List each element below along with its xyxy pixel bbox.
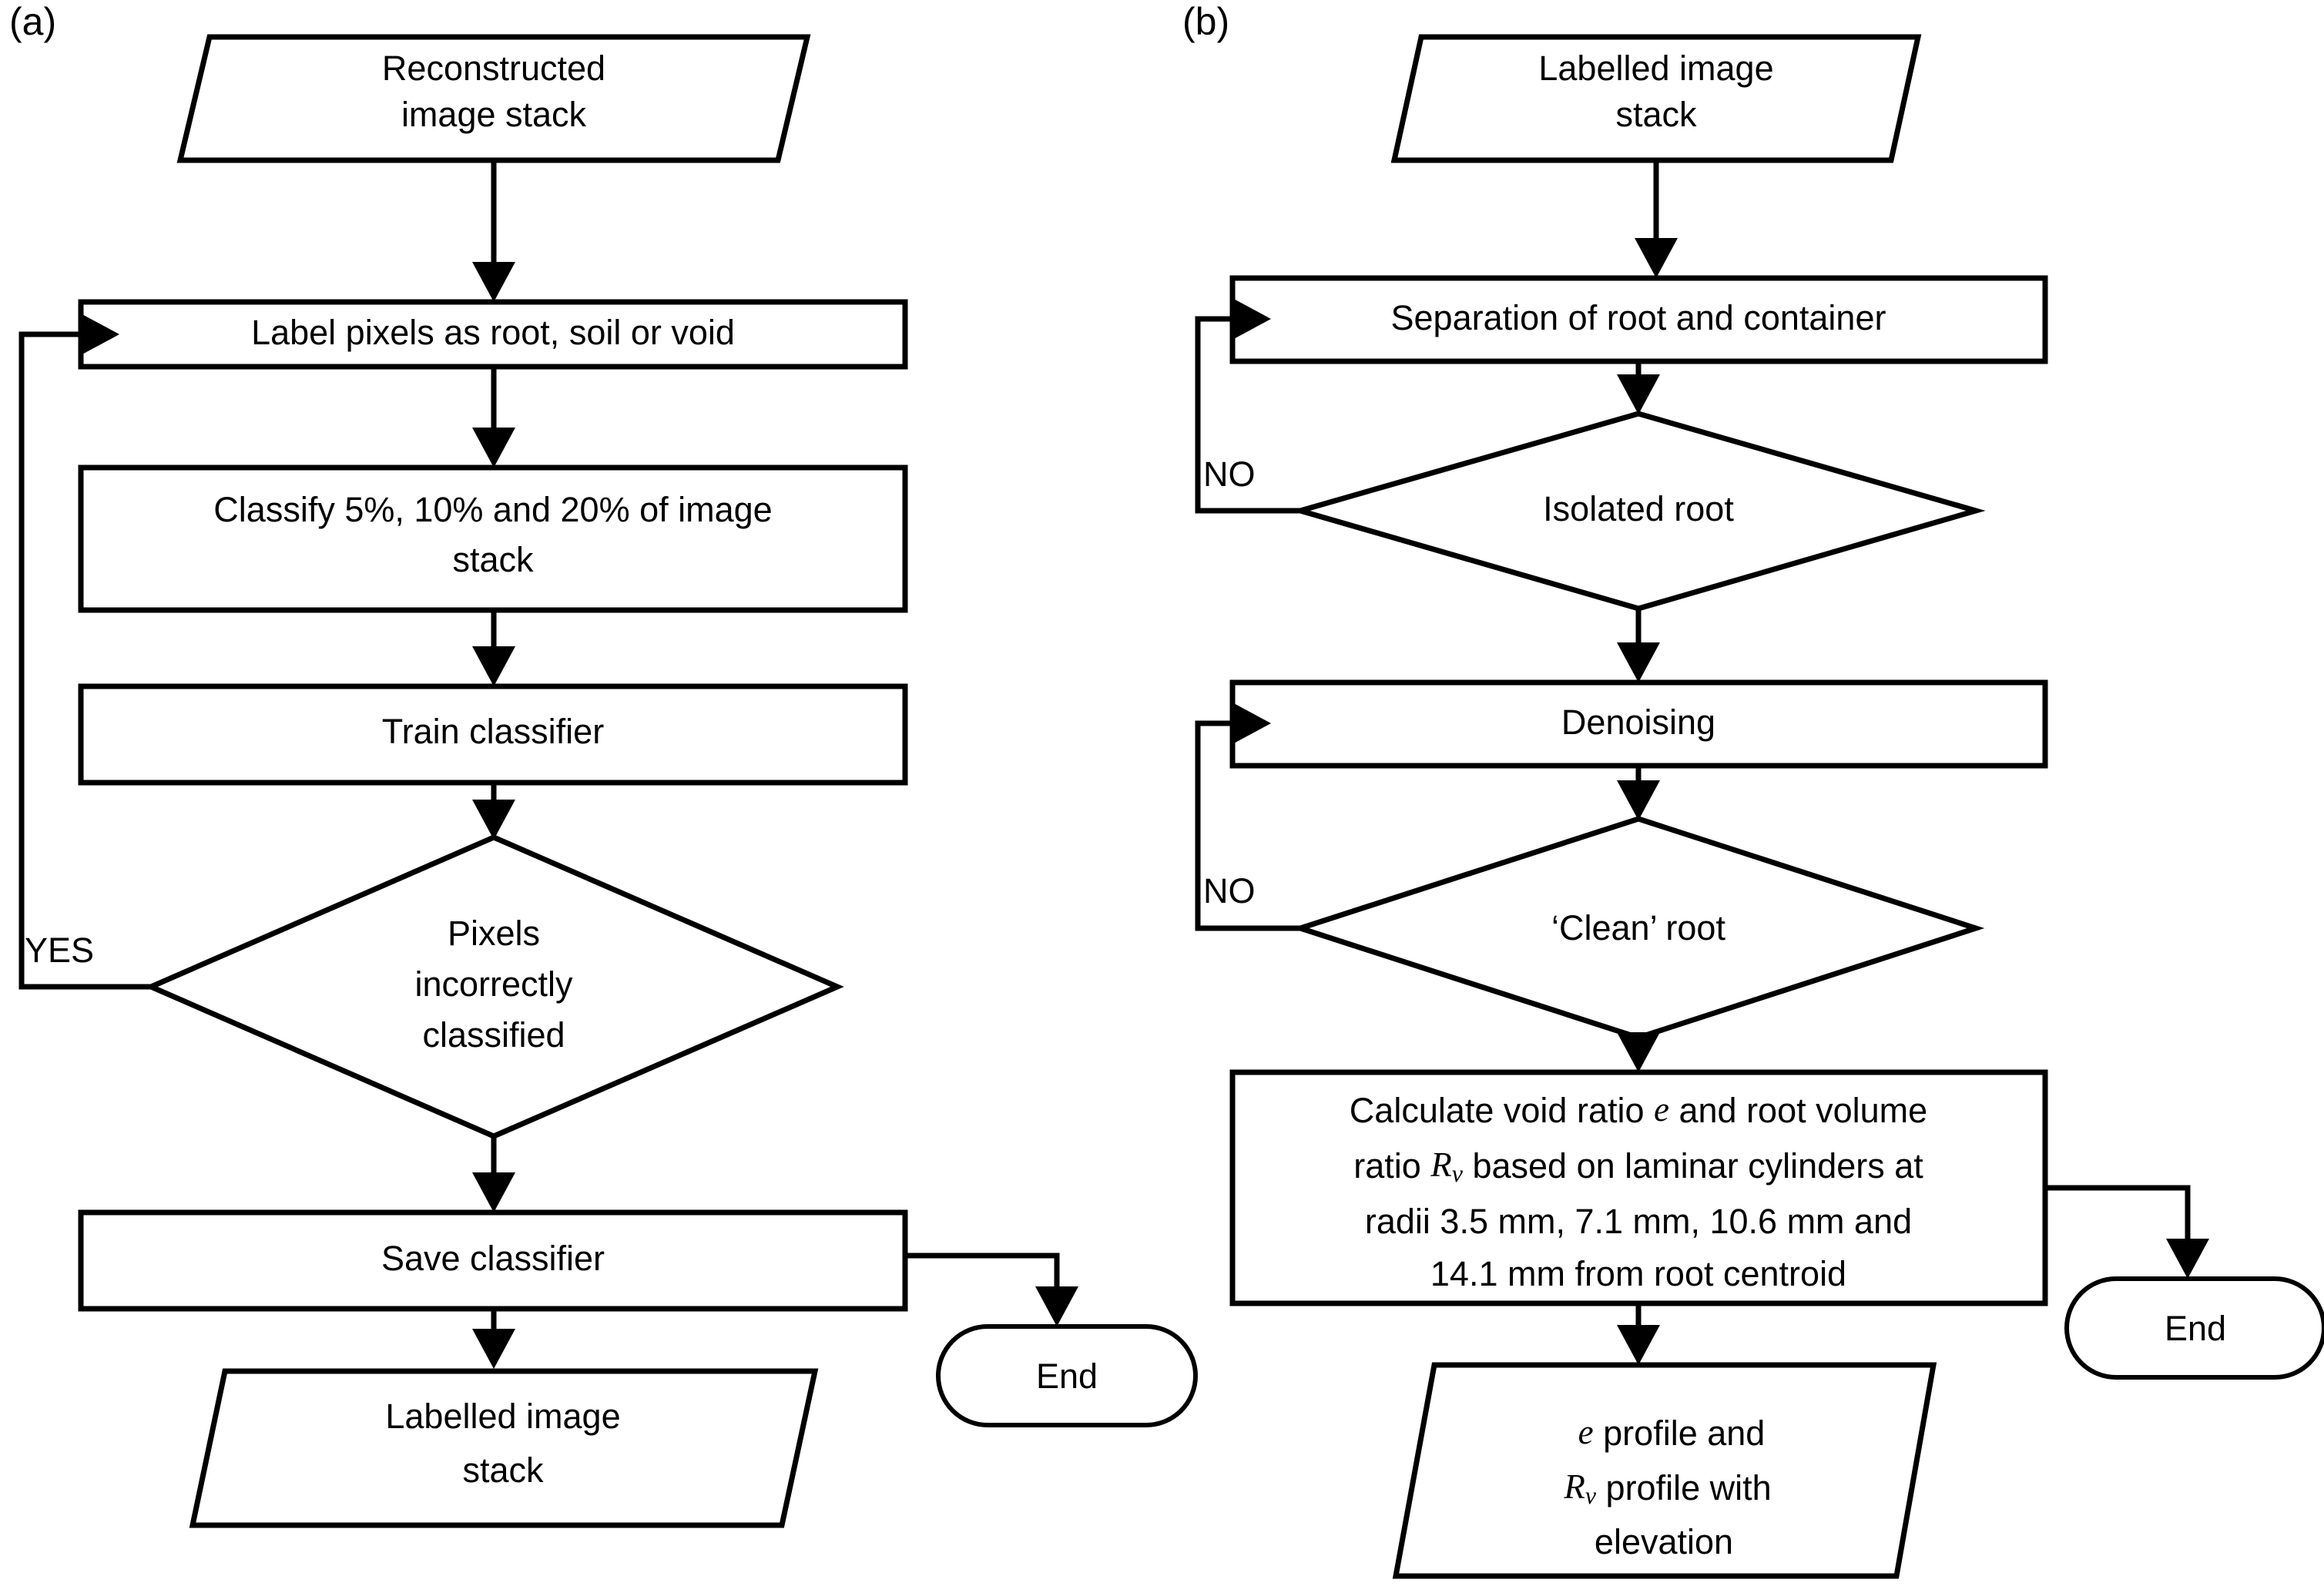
- node-calculate-void-ratio-line2: ratio Rv based on laminar cylinders at: [1353, 1145, 1923, 1187]
- node-a-end-text: End: [1036, 1357, 1098, 1396]
- node-a-labelled-image-stack-line2: stack: [462, 1450, 544, 1490]
- node-calculate-void-ratio-line4: 14.1 mm from root centroid: [1430, 1254, 1846, 1293]
- node-save-classifier-text: Save classifier: [381, 1239, 605, 1278]
- node-denoising-text: Denoising: [1561, 703, 1715, 742]
- arrowhead-isolated-to-denoising: [1617, 642, 1660, 682]
- arrowhead-calculate-to-end: [2166, 1239, 2209, 1279]
- node-decision-clean-root-text: ‘Clean’ root: [1551, 908, 1725, 947]
- node-calculate-void-ratio-line3: radii 3.5 mm, 7.1 mm, 10.6 mm and: [1365, 1202, 1912, 1241]
- arrowhead-recon-to-label: [472, 262, 515, 302]
- node-a-labelled-image-stack-line1: Labelled image: [385, 1397, 620, 1436]
- arrowhead-denoising-to-clean: [1617, 780, 1660, 820]
- node-train-classifier-text: Train classifier: [382, 712, 604, 751]
- node-train-classifier: [78, 683, 908, 786]
- node-decision-pixels-incorrect-line1: Pixels: [448, 914, 540, 953]
- node-calculate-void-ratio-line1: Calculate void ratio e and root volume: [1350, 1090, 1927, 1130]
- node-b-output-profiles-line3: elevation: [1595, 1522, 1733, 1561]
- arrowhead-separation-to-isolated: [1617, 374, 1660, 414]
- node-b-input-labelled-image-stack: [1390, 34, 1922, 163]
- edge-label-no-clean: NO: [1203, 871, 1256, 911]
- panel-b-label: (b): [1182, 0, 1229, 43]
- node-classify-line1: Classify 5%, 10% and 20% of image: [213, 490, 772, 529]
- node-classify: [78, 464, 908, 613]
- node-b-input-labelled-image-stack-line1: Labelled image: [1538, 49, 1773, 88]
- node-reconstructed-image-stack-line2: image stack: [401, 95, 587, 134]
- arrowhead-clean-to-calculate: [1617, 1032, 1660, 1072]
- arrowhead-no-loop-isolated: [1231, 297, 1271, 340]
- node-a-end: [936, 1324, 1198, 1427]
- node-save-classifier: [78, 1209, 908, 1312]
- edge-save-to-end: [905, 1253, 1060, 1303]
- panel-b: (b) Labelled image stack Separation of r…: [1182, 0, 2324, 1579]
- node-label-pixels: [78, 299, 908, 370]
- panel-a: (a) Reconstructed image stack Label pixe…: [9, 0, 1198, 1528]
- node-denoising: [1229, 679, 2048, 769]
- arrowhead-save-to-output: [472, 1329, 515, 1369]
- node-classify-line2: stack: [452, 540, 534, 579]
- node-decision-pixels-incorrect-line3: classified: [422, 1015, 565, 1055]
- panel-a-label: (a): [9, 0, 56, 43]
- edge-calculate-to-end: [2045, 1185, 2191, 1256]
- edge-label-no-isolated: NO: [1203, 454, 1256, 494]
- node-b-output-profiles-line2: Rv profile with: [1563, 1467, 1771, 1509]
- arrowhead-label-to-classify: [472, 428, 515, 468]
- edge-no-loop-isolated: [1195, 316, 1300, 514]
- node-separation-root-container: [1229, 275, 2048, 364]
- edge-yes-feedback-loop: [18, 331, 151, 990]
- node-reconstructed-image-stack-line1: Reconstructed: [382, 49, 605, 88]
- edge-label-yes: YES: [25, 931, 94, 970]
- node-b-end: [2064, 1276, 2324, 1380]
- arrowhead-no-loop-clean: [1231, 702, 1271, 745]
- arrowhead-input-to-separation: [1635, 238, 1678, 278]
- node-calculate-void-ratio: [1229, 1069, 2048, 1306]
- node-label-pixels-text: Label pixels as root, soil or void: [251, 313, 735, 352]
- arrowhead-save-to-end: [1035, 1286, 1078, 1326]
- node-separation-root-container-text: Separation of root and container: [1391, 298, 1886, 337]
- node-b-output-profiles: [1392, 1362, 1937, 1579]
- node-decision-pixels-incorrect-line2: incorrectly: [414, 964, 573, 1004]
- arrowhead-decision-to-save: [472, 1172, 515, 1212]
- node-b-input-labelled-image-stack-line2: stack: [1615, 95, 1697, 134]
- node-reconstructed-image-stack: [176, 34, 811, 163]
- arrowhead-classify-to-train: [472, 646, 515, 686]
- node-b-end-text: End: [2165, 1309, 2226, 1348]
- node-decision-isolated-root-text: Isolated root: [1543, 489, 1734, 528]
- arrowhead-train-to-decision: [472, 800, 515, 840]
- node-b-output-profiles-line1: e profile and: [1578, 1413, 1766, 1453]
- arrowhead-yes-feedback-loop: [79, 313, 119, 356]
- arrowhead-calculate-to-output: [1617, 1325, 1660, 1365]
- node-a-labelled-image-stack: [189, 1368, 819, 1528]
- edge-no-loop-clean: [1195, 720, 1300, 931]
